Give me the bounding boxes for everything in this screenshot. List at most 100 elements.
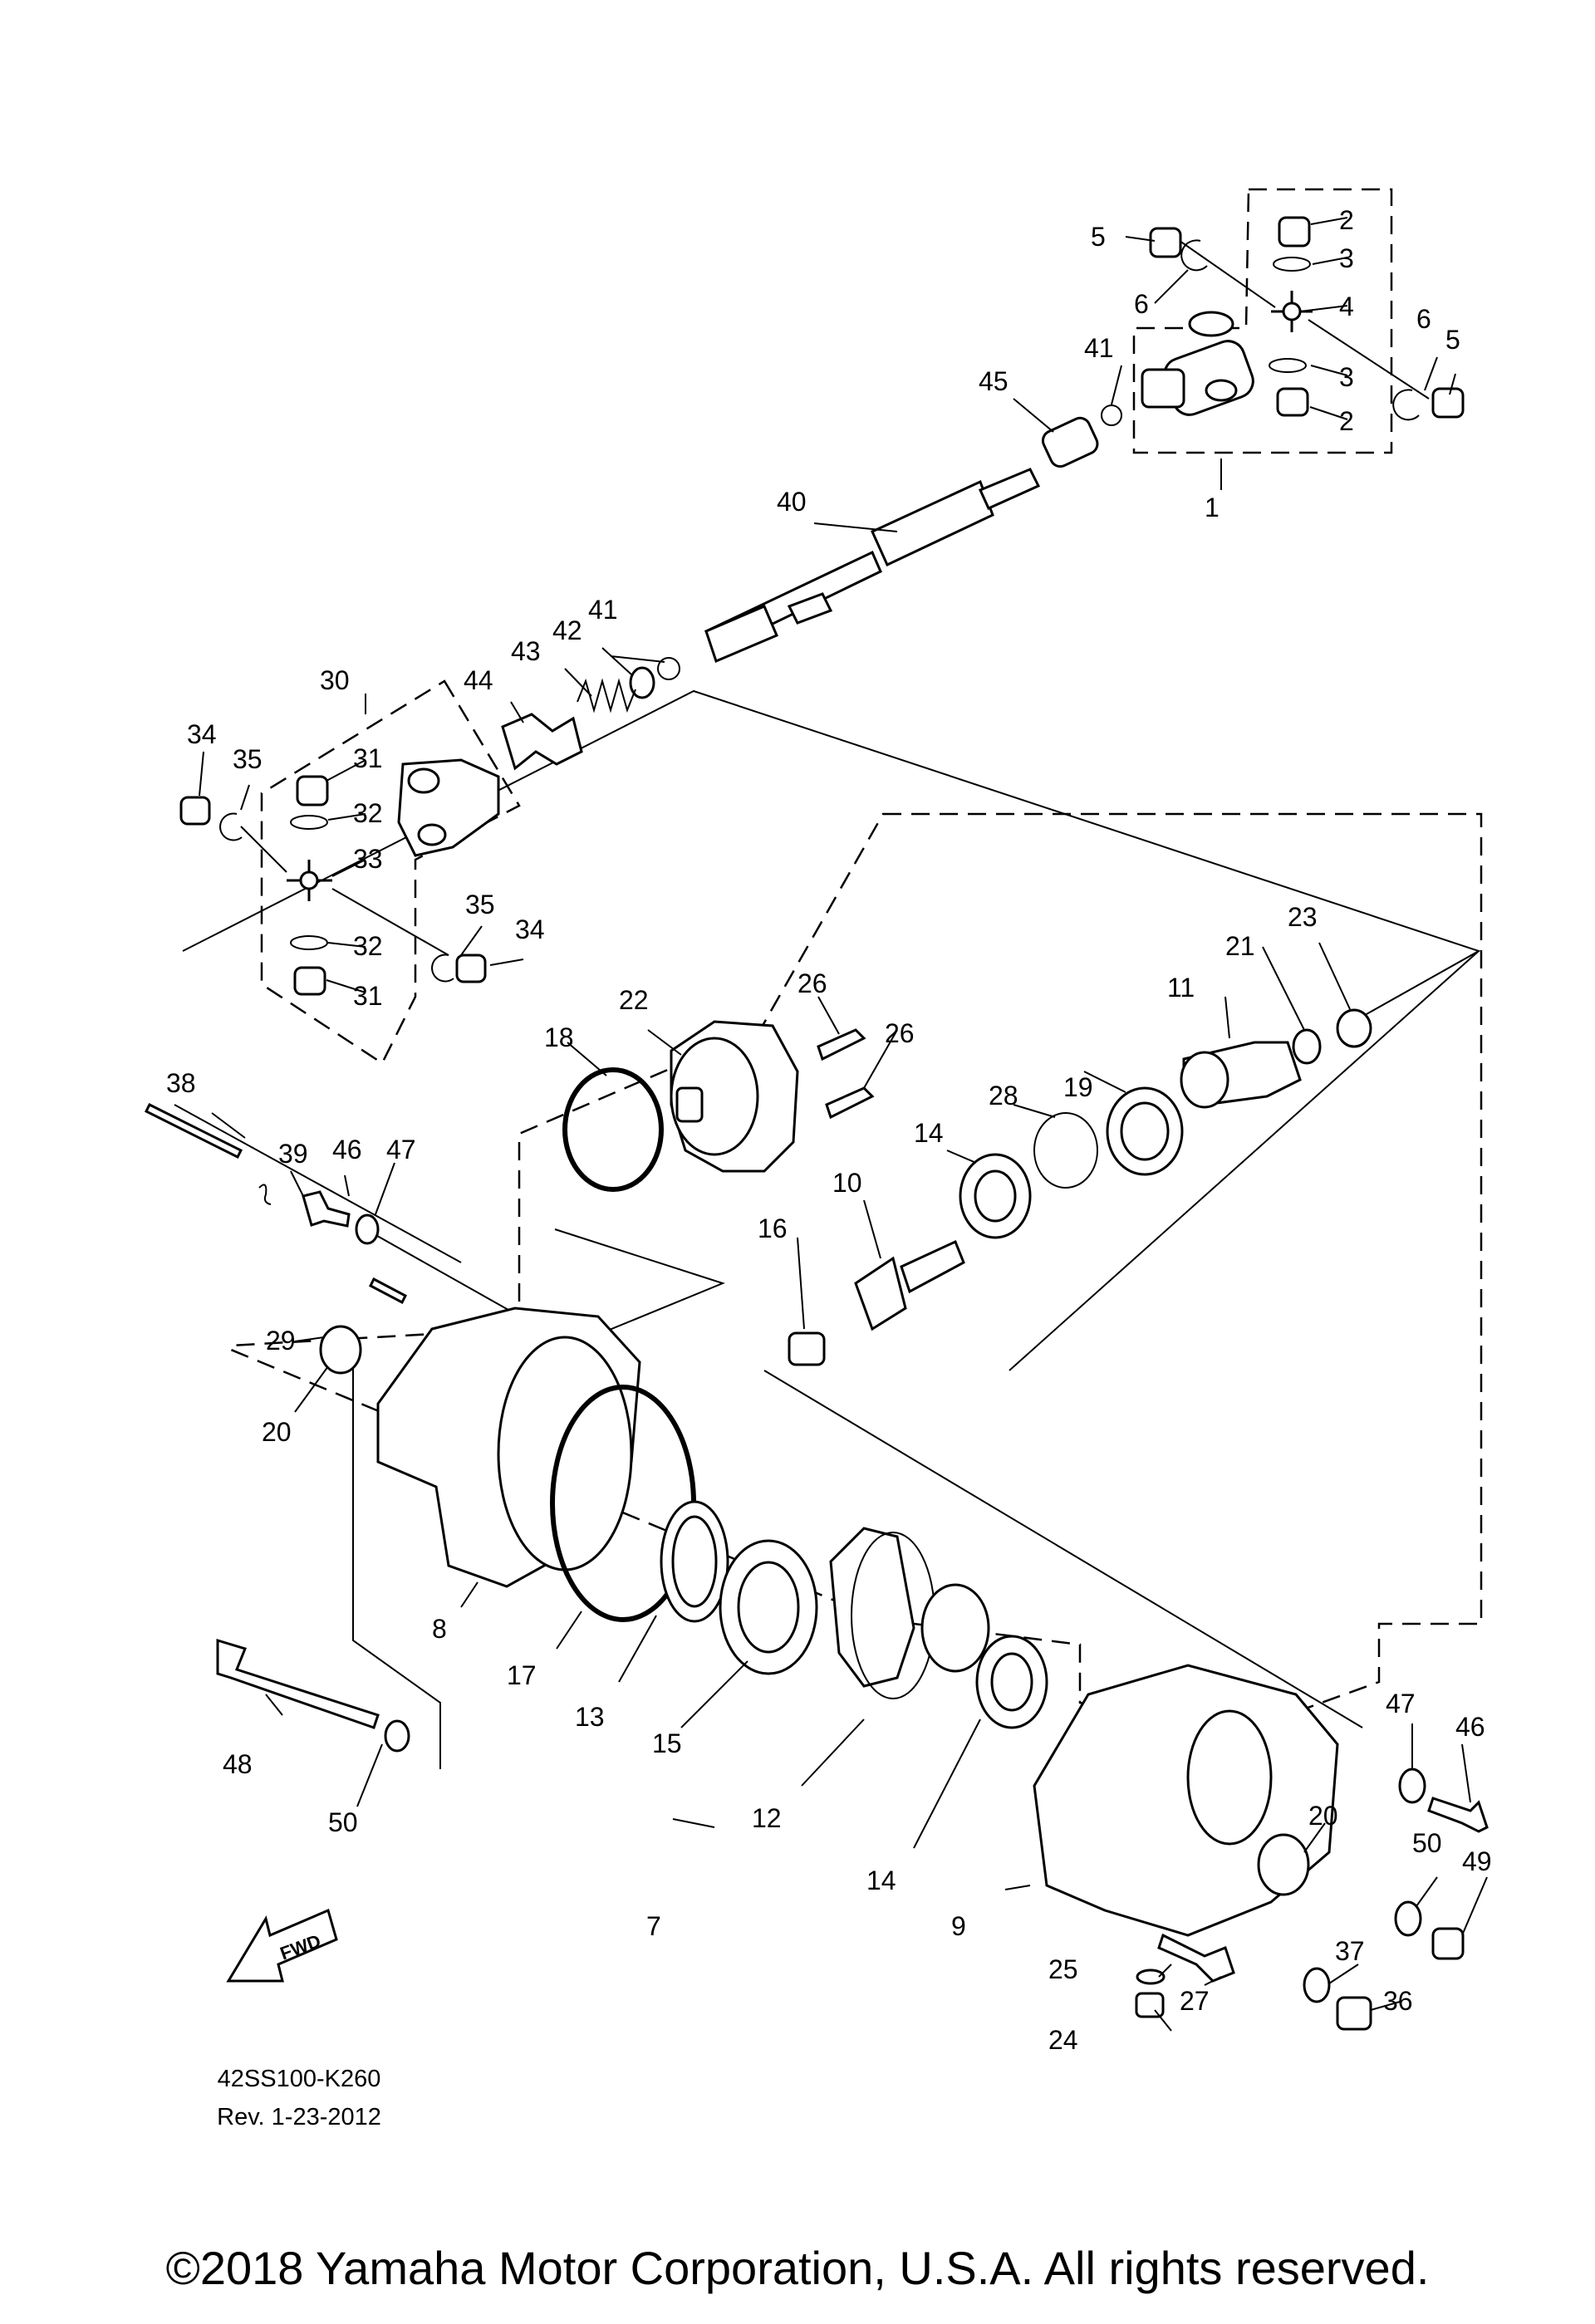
callout-label: 27 xyxy=(1180,1986,1210,2016)
part-circlip-28 xyxy=(1033,1112,1098,1189)
part-circlip-32-bottom xyxy=(290,935,328,950)
part-bolt-26-lower xyxy=(825,1086,875,1120)
universal-joint-front xyxy=(1141,216,1465,421)
drawing-code: 42SS100-K260 xyxy=(218,2066,381,2092)
part-bearing-15-inner xyxy=(737,1561,800,1654)
part-washer-47-left xyxy=(355,1213,380,1245)
callout-label: 24 xyxy=(1048,2025,1078,2055)
part-seal-20-left xyxy=(319,1325,362,1375)
callout-label: 41 xyxy=(1084,333,1114,363)
callout-label: 45 xyxy=(979,366,1009,396)
differential-cover-assembly xyxy=(1033,1664,1489,2031)
part-cap-5-left xyxy=(1149,227,1182,258)
callout-label: 5 xyxy=(1445,325,1460,355)
part-pinion-10-shaft xyxy=(900,1239,965,1294)
left-fasteners xyxy=(144,1102,410,1753)
callout-label: 19 xyxy=(1063,1072,1093,1102)
callout-label: 47 xyxy=(1386,1689,1416,1718)
part-washer-50-left xyxy=(384,1719,410,1753)
part-cap-2-bottom xyxy=(1276,387,1309,417)
fwd-arrow-icon xyxy=(226,1908,338,1983)
part-flange-11-hub xyxy=(1180,1051,1229,1109)
part-yoke-front-bore xyxy=(1188,311,1234,337)
part-nut-49 xyxy=(1431,1927,1465,1960)
callout-label: 11 xyxy=(1167,973,1195,1003)
callout-label: 20 xyxy=(1308,1801,1338,1831)
part-clip-41-mid xyxy=(657,657,680,680)
callout-label: 21 xyxy=(1225,931,1255,961)
callout-label: 9 xyxy=(951,1911,966,1941)
part-yoke-30-bore-2 xyxy=(417,823,447,846)
part-circlip-35-right xyxy=(431,954,454,983)
callout-label: 37 xyxy=(1335,1936,1365,1966)
callout-label: 16 xyxy=(758,1213,788,1243)
callout-label: 44 xyxy=(464,665,493,695)
callout-label: 50 xyxy=(1412,1828,1442,1858)
callout-label: 31 xyxy=(353,743,383,773)
part-shaft-40-rear-spline xyxy=(704,605,778,664)
callout-label: 13 xyxy=(575,1702,605,1732)
part-circlip-6-right xyxy=(1392,389,1420,421)
callout-label: 23 xyxy=(1288,902,1318,932)
part-pinion-10-gear xyxy=(854,1256,907,1331)
callout-label: 33 xyxy=(353,844,383,874)
part-circlip-6-left xyxy=(1180,239,1208,272)
part-shaft-40-spline xyxy=(978,468,1041,510)
part-cover-9-boss xyxy=(1186,1709,1273,1846)
part-shim-13-inner xyxy=(671,1515,718,1608)
part-bearing-14-diff-inner xyxy=(990,1652,1033,1712)
part-cap-31-top xyxy=(296,775,329,807)
part-shaft-40-hub xyxy=(871,479,994,567)
part-washer-25 xyxy=(1136,1969,1166,1985)
callout-label: 17 xyxy=(507,1660,537,1690)
part-plug-24 xyxy=(1135,1992,1165,2018)
callout-label: 49 xyxy=(1462,1846,1492,1876)
part-bearing-14-pinion-inner xyxy=(974,1169,1017,1223)
group-7-outline xyxy=(229,812,1483,1738)
part-cap-31-bottom xyxy=(293,966,326,996)
group-outlines xyxy=(229,188,1483,1738)
fwd-arrow: FWD xyxy=(226,1908,338,1983)
part-cap-2-top xyxy=(1278,216,1311,248)
part-washer-47-right xyxy=(1398,1768,1426,1804)
part-ring-gear-12 xyxy=(829,1527,915,1688)
part-bolt-26-upper xyxy=(817,1028,866,1061)
guide-line-pin xyxy=(174,1104,528,1321)
differential-housing-assembly xyxy=(319,1277,1048,1729)
part-bolt-48 xyxy=(216,1638,380,1729)
callout-label: 20 xyxy=(262,1417,292,1447)
callout-label: 28 xyxy=(989,1081,1018,1111)
part-shaft-40-rear xyxy=(787,592,833,625)
part-clip-39 xyxy=(258,1184,272,1205)
callout-label: 35 xyxy=(233,744,263,774)
copyright-notice: ©2018 Yamaha Motor Corporation, U.S.A. A… xyxy=(165,2242,1430,2294)
part-housing-22-spline xyxy=(675,1086,704,1123)
part-yoke-30-bore xyxy=(407,767,440,794)
drive-shaft-assembly xyxy=(501,404,1122,771)
callout-label: 32 xyxy=(353,931,383,961)
part-clip-41-top xyxy=(1101,404,1122,426)
part-pin-38 xyxy=(144,1102,243,1160)
callout-label: 38 xyxy=(166,1068,196,1098)
callout-label: 32 xyxy=(353,798,383,828)
part-plug-36 xyxy=(1336,1996,1372,2031)
group-30-outline xyxy=(260,679,521,1065)
part-seal-19-inner xyxy=(1120,1101,1170,1161)
callout-label: 42 xyxy=(552,615,582,645)
callout-label: 48 xyxy=(223,1749,253,1779)
part-circlip-32-top xyxy=(290,815,328,830)
callout-label: 8 xyxy=(432,1614,447,1644)
drawing-reference: 42SS100-K260 Rev. 1-23-2012 xyxy=(217,2066,381,2130)
callout-label: 3 xyxy=(1339,243,1354,273)
callout-label: 22 xyxy=(619,985,649,1015)
bearing-housing-assembly xyxy=(562,1020,875,1192)
part-spring-43 xyxy=(577,678,636,713)
parts: FWD xyxy=(144,216,1489,2031)
callout-label: 2 xyxy=(1339,406,1354,436)
revision-date: Rev. 1-23-2012 xyxy=(217,2104,381,2130)
callout-label: 2 xyxy=(1339,205,1354,235)
part-gasket-37 xyxy=(1303,1967,1331,2003)
callout-label: 1 xyxy=(1205,493,1220,522)
spider-axis-lines xyxy=(1179,240,1430,400)
part-bolt-46-left xyxy=(302,1190,351,1228)
